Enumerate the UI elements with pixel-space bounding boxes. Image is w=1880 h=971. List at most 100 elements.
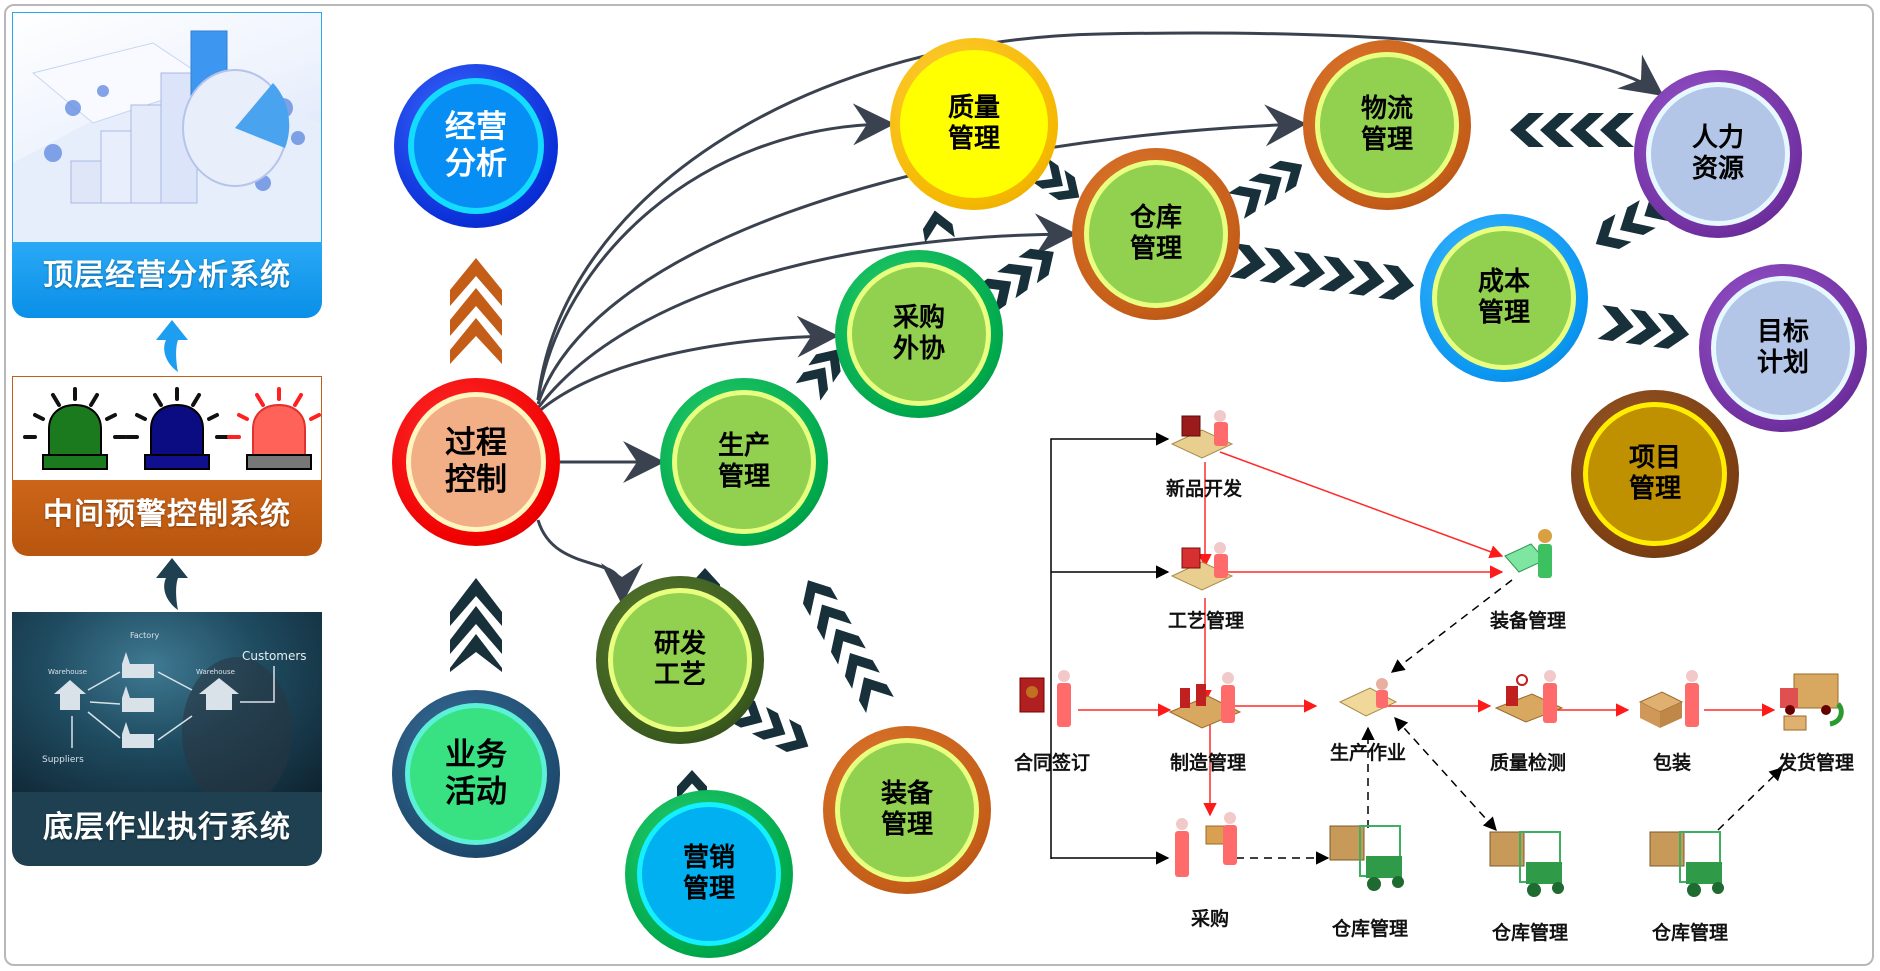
forklift-icon (1489, 831, 1564, 897)
node-zhuangbei-equipment[interactable]: 装备管理 (823, 726, 991, 894)
node-label: 营销 (682, 843, 735, 873)
connector-to-wuliu (536, 104, 1307, 405)
flow-step-shengchan: 生产作业 (1329, 742, 1407, 764)
node-renli-hr[interactable]: 人力资源 (1634, 70, 1802, 238)
flow-step-cangku-2: 仓库管理 (1491, 922, 1569, 944)
node-label: 控制 (445, 462, 507, 498)
node-mubiao-target[interactable]: 目标计划 (1699, 264, 1867, 432)
node-label: 经营 (445, 109, 507, 145)
flow-step-zhijian: 质量检测 (1489, 752, 1567, 774)
flow-step-gongyi: 工艺管理 (1167, 610, 1245, 632)
node-label: 计划 (1756, 348, 1809, 378)
node-label: 研发 (653, 629, 706, 659)
forklift-icon (1649, 831, 1724, 897)
node-jingying-analysis[interactable]: 经营分析 (394, 64, 558, 228)
node-label: 管理 (1477, 298, 1530, 328)
node-label: 成本 (1477, 267, 1530, 297)
connector-to-caigou (537, 315, 839, 414)
quality-inspection-icon (1494, 670, 1564, 723)
production-desk-icon (1338, 678, 1398, 717)
node-label: 管理 (717, 462, 770, 492)
connector-to-renli (536, 31, 1664, 401)
supply-chain-photo: Factory Warehouse Warehouse Customers Su… (12, 612, 322, 792)
node-label: 生产 (717, 431, 770, 461)
flow-step-cangku-1: 仓库管理 (1331, 918, 1409, 940)
suppliers-text: Suppliers (42, 755, 84, 765)
node-yingxiao-marketing[interactable]: 营销管理 (625, 790, 793, 958)
desk-worker-icon (1170, 542, 1234, 591)
delivery-truck-icon (1780, 673, 1844, 731)
assembly-line-icon (1168, 672, 1242, 729)
green-alarm-light-icon (23, 387, 127, 470)
connector-to-yanfa (536, 519, 644, 605)
orange-chevron-up-icon (450, 258, 502, 364)
desk-worker-icon (1170, 410, 1234, 459)
flow-step-baozhuang: 包装 (1652, 752, 1692, 774)
factory-text: Factory (130, 631, 159, 640)
node-label: 过程 (445, 425, 507, 461)
packaging-icon (1638, 670, 1699, 728)
node-guocheng-control[interactable]: 过程控制 (392, 378, 560, 546)
node-xiangmu-project[interactable]: 项目管理 (1571, 390, 1739, 558)
node-label: 采购 (892, 303, 945, 333)
flow-step-caigou: 采购 (1190, 908, 1230, 930)
node-label: 管理 (682, 874, 735, 904)
node-label: 资源 (1691, 154, 1744, 184)
node-label: 目标 (1756, 317, 1809, 347)
curved-up-arrow-icon (156, 320, 188, 372)
engineer-blueprint-icon (1504, 529, 1552, 578)
chevron-chengben-to-mubiao-icon (1597, 305, 1692, 352)
node-label: 项目 (1628, 443, 1681, 473)
node-label: 质量 (947, 93, 1000, 123)
chevron-caigou-up-icon (920, 207, 955, 243)
node-label: 管理 (880, 810, 933, 840)
node-chengben-cost[interactable]: 成本管理 (1420, 214, 1588, 382)
node-label: 外协 (892, 334, 945, 364)
node-label: 分析 (445, 146, 507, 182)
alarm-lights (12, 376, 322, 482)
node-cangku-warehouse[interactable]: 仓库管理 (1072, 148, 1240, 320)
chevron-renli-to-wuliu-icon (1510, 113, 1634, 147)
flow-step-zhizao: 制造管理 (1169, 752, 1247, 774)
top-analysis-label: 顶层经营分析系统 (12, 242, 322, 318)
node-zhiliang-quality[interactable]: 质量管理 (890, 38, 1058, 210)
customers-text: Customers (242, 649, 307, 663)
dark-chevron-up-icon (450, 578, 502, 672)
node-shengchan-management[interactable]: 生产管理 (660, 378, 828, 546)
flow-step-hetong: 合同签订 (1013, 752, 1091, 774)
warehouse-text: Warehouse (196, 668, 235, 676)
contract-signing-icon (1019, 670, 1071, 727)
node-label: 业务 (445, 737, 507, 773)
bottom-execution-label: 底层作业执行系统 (12, 792, 322, 866)
process-flow-icons (1019, 410, 1844, 897)
middle-warning-label: 中间预警控制系统 (12, 480, 322, 556)
chevron-cangku-to-wuliu-icon (1228, 151, 1311, 219)
node-yewu-activity[interactable]: 业务活动 (392, 690, 560, 858)
chevron-cangku-to-chengben-icon (1229, 243, 1417, 303)
node-label: 管理 (947, 124, 1000, 154)
flow-step-fahuo: 发货管理 (1777, 752, 1855, 774)
analytics-chart-illustration (12, 12, 322, 244)
forklift-icon (1329, 825, 1404, 891)
curved-up-arrow-icon (156, 558, 188, 610)
node-label: 装备 (880, 779, 933, 809)
connector-to-zhiliang (536, 103, 895, 401)
flow-step-cangku-3: 仓库管理 (1651, 922, 1729, 944)
node-label: 管理 (1628, 474, 1681, 504)
node-label: 人力 (1691, 123, 1744, 153)
purchasing-icon (1175, 812, 1237, 877)
warehouse-text: Warehouse (48, 668, 87, 676)
node-label: 管理 (1360, 125, 1413, 155)
node-label: 管理 (1129, 234, 1182, 264)
blue-alarm-light-icon (125, 387, 229, 470)
process-flow-lines (1050, 432, 1783, 865)
connector-to-chengben (536, 213, 1077, 409)
node-label: 活动 (445, 774, 507, 810)
node-caigou-outsourcing[interactable]: 采购外协 (835, 250, 1003, 418)
node-wuliu-logistics[interactable]: 物流管理 (1303, 40, 1471, 210)
red-alarm-light-icon (227, 387, 321, 470)
chevron-zhuangbei-to-shengchan-icon (794, 572, 894, 713)
node-label: 物流 (1360, 94, 1413, 124)
node-yanfa-rnd[interactable]: 研发工艺 (596, 576, 764, 744)
